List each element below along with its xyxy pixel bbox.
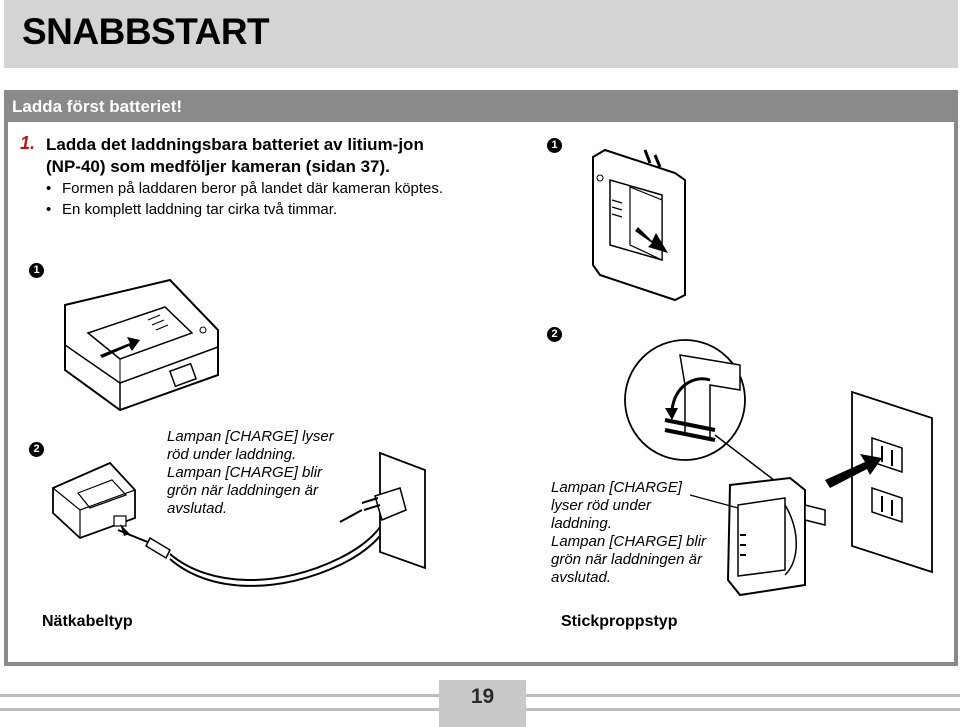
cable-charge-caption: Lampan [CHARGE] lyser röd under laddning… — [167, 428, 334, 518]
caption-line: avslutad. — [167, 500, 228, 517]
step-line-1: Ladda det laddningsbara batteriet av lit… — [46, 135, 424, 154]
step-marker-1: 1 — [29, 263, 44, 278]
caption-line: Lampan [CHARGE] blir — [167, 464, 323, 481]
caption-line: röd under laddning. — [167, 446, 297, 463]
caption-line: Lampan [CHARGE] blir — [551, 533, 707, 550]
step-marker-2: 2 — [29, 442, 44, 457]
caption-line: laddning. — [551, 515, 612, 532]
content-frame — [4, 90, 958, 666]
bullet-text: En komplett laddning tar cirka två timma… — [62, 201, 338, 218]
page-header: SNABBSTART — [4, 0, 958, 68]
plug-type-label: Stickproppstyp — [561, 613, 678, 630]
caption-line: grön när laddningen är — [167, 482, 318, 499]
caption-line: Lampan [CHARGE] lyser — [167, 428, 334, 445]
cable-type-label: Nätkabeltyp — [42, 613, 133, 630]
battery-insert-illustration — [64, 278, 219, 412]
page-title: SNABBSTART — [22, 11, 270, 52]
caption-line: Lampan [CHARGE] — [551, 479, 682, 496]
bullet-item: •En komplett laddning tar cirka två timm… — [46, 201, 338, 218]
plug-charge-caption: Lampan [CHARGE] lyser röd under laddning… — [551, 479, 706, 587]
page-number: 19 — [470, 685, 495, 708]
section-title: Ladda först batteriet! — [12, 97, 183, 116]
bullet-text: Formen på laddaren beror på landet där k… — [62, 180, 444, 197]
step-number: 1. — [20, 133, 36, 153]
plug-charger-battery-illustration — [592, 148, 686, 302]
caption-line: avslutad. — [551, 569, 612, 586]
step-marker-1: 1 — [547, 138, 562, 153]
caption-line: lyser röd under — [551, 497, 652, 514]
caption-line: grön när laddningen är — [551, 551, 702, 568]
step-line-2: (NP-40) som medföljer kameran (sidan 37)… — [46, 157, 390, 176]
cable-charger-illustration — [52, 451, 426, 587]
plug-charger-outlet-illustration — [624, 339, 933, 597]
bullet-item: •Formen på laddaren beror på landet där … — [46, 180, 444, 197]
page-number-tab — [439, 680, 526, 727]
step-instruction: Ladda det laddningsbara batteriet av lit… — [46, 134, 424, 178]
step-marker-2: 2 — [547, 327, 562, 342]
